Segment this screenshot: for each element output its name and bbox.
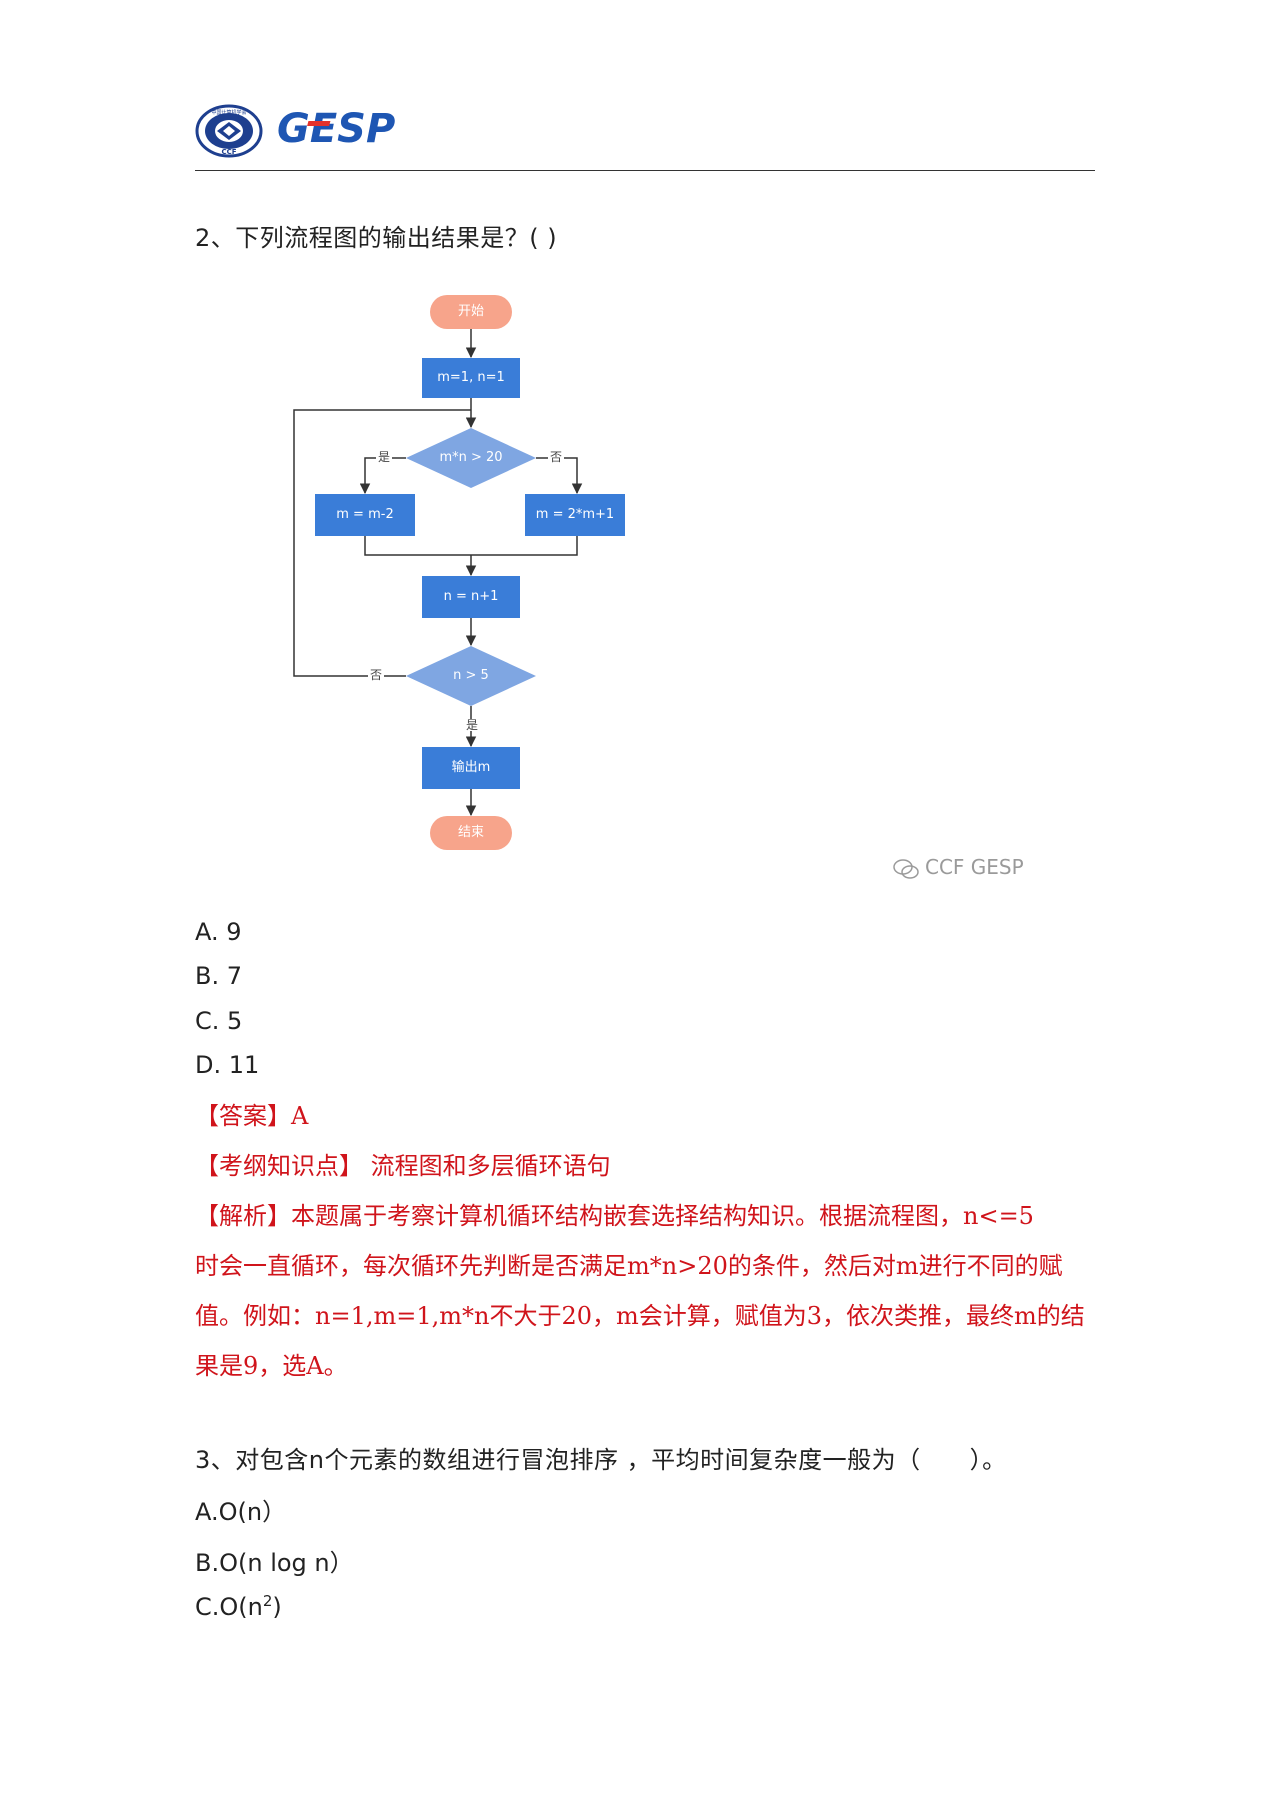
- analysis-line-3: 值。例如：n=1,m=1,m*n不大于20，m会计算，赋值为3，依次类推，最终m…: [195, 1302, 1085, 1330]
- decision-mn: [406, 428, 536, 488]
- box-2m-plus-1: [525, 494, 625, 536]
- end-label: 结束: [457, 825, 484, 840]
- init-label: m=1, n=1: [437, 370, 505, 385]
- no-label-1: 否: [548, 450, 565, 464]
- right-box-label: m = 2*m+1: [535, 507, 615, 522]
- wechat-icon: [893, 858, 919, 879]
- q3-option-c: C.O(n2): [195, 1592, 282, 1621]
- incr-node: [422, 576, 520, 618]
- knowledge-line: 【考纲知识点】 流程图和多层循环语句: [195, 1146, 611, 1181]
- q3-option-b: B.O(n log n）: [195, 1549, 354, 1577]
- incr-label: n = n+1: [443, 589, 499, 604]
- answer-line: 【答案】A: [195, 1096, 308, 1131]
- yes-label-1: 是: [376, 450, 393, 464]
- start-label: 开始: [457, 304, 484, 319]
- box-m-minus-2: [315, 494, 415, 536]
- gesp-wordmark-logo: GESP: [277, 106, 395, 152]
- start-node: [430, 295, 512, 329]
- analysis-tag: 【解析】: [195, 1202, 291, 1230]
- q3-option-c-text: C.O(n: [195, 1593, 263, 1621]
- q3-option-c-sup: 2: [262, 1592, 273, 1610]
- decision-n-label: n > 5: [453, 668, 489, 683]
- left-box-label: m = m-2: [336, 507, 394, 522]
- analysis-text-1: 本题属于考察计算机循环结构嵌套选择结构知识。根据流程图，n<=5: [291, 1202, 1034, 1230]
- watermark: CCF GESP: [893, 855, 1024, 879]
- analysis-line-1: 【解析】本题属于考察计算机循环结构嵌套选择结构知识。根据流程图，n<=5: [195, 1196, 1034, 1231]
- svg-text:CCF: CCF: [221, 148, 236, 156]
- knowledge-tag: 【考纲知识点】: [195, 1152, 363, 1180]
- q2-option-d: D. 11: [195, 1051, 260, 1079]
- knowledge-text: 流程图和多层循环语句: [363, 1152, 611, 1180]
- end-node: [430, 816, 512, 850]
- header-divider: [195, 170, 1095, 171]
- ccf-seal-logo: 中国计算机学会 CCF: [195, 104, 263, 158]
- flowchart: 开始 m=1, n=1 m*n > 20 是 否 m = m-2 m = 2*m…: [280, 285, 700, 865]
- analysis-line-2: 时会一直循环，每次循环先判断是否满足m*n>20的条件，然后对m进行不同的赋: [195, 1252, 1063, 1280]
- q2-option-b: B. 7: [195, 962, 242, 990]
- answer-tag: 【答案】: [195, 1102, 291, 1130]
- answer-value: A: [291, 1102, 309, 1130]
- question-3-stem: 3、对包含n个元素的数组进行冒泡排序 ，平均时间复杂度一般为（ ）。: [195, 1446, 1007, 1474]
- q2-option-c: C. 5: [195, 1007, 243, 1035]
- watermark-text: CCF GESP: [925, 855, 1024, 879]
- no-label-2: 否: [368, 668, 385, 682]
- decision-n: [406, 646, 536, 706]
- q2-option-a: A. 9: [195, 918, 242, 946]
- header: 中国计算机学会 CCF GESP: [195, 100, 1095, 170]
- init-node: [422, 358, 520, 398]
- analysis-line-4: 果是9，选A。: [195, 1352, 348, 1380]
- yes-label-2: 是: [464, 718, 481, 732]
- q3-option-a: A.O(n）: [195, 1498, 287, 1526]
- svg-text:GESP: GESP: [277, 106, 395, 152]
- decision-mn-label: m*n > 20: [439, 450, 503, 465]
- q3-option-c-tail: ): [272, 1593, 282, 1621]
- question-2-stem: 2、下列流程图的输出结果是？( ): [195, 224, 558, 252]
- svg-text:中国计算机学会: 中国计算机学会: [211, 109, 246, 116]
- flowchart-canvas: [293, 295, 625, 850]
- output-node: [422, 747, 520, 789]
- output-label: 输出m: [451, 760, 491, 775]
